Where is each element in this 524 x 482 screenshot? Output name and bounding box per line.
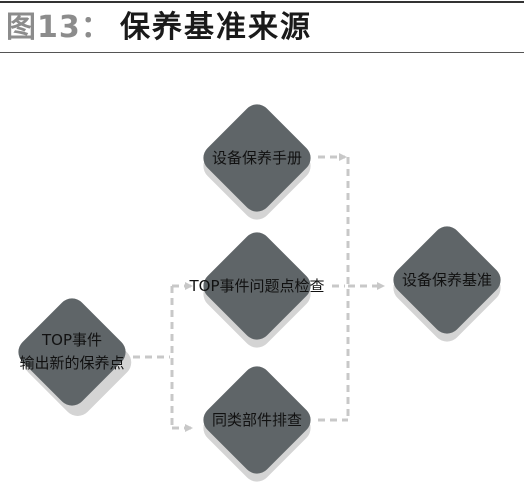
figure-number: 图13：	[6, 10, 112, 45]
figure-header: 图13： 保养基准来源	[0, 0, 524, 54]
node-standard-label: 设备保养基准	[402, 271, 492, 289]
node-similar: 同类部件排查	[203, 366, 311, 482]
figure-title: 保养基准来源	[120, 10, 312, 45]
node-source-line1: TOP事件	[41, 331, 102, 349]
connectors	[133, 153, 385, 432]
node-standard: 设备保养基准	[393, 226, 501, 342]
node-source-line2: 输出新的保养点	[19, 354, 124, 372]
node-similar-label: 同类部件排查	[212, 411, 302, 429]
node-inspection: TOP事件问题点检查	[188, 232, 325, 348]
node-manual-label: 设备保养手册	[212, 149, 302, 167]
header-top-rule	[0, 1, 524, 3]
node-inspection-label: TOP事件问题点检查	[188, 277, 324, 295]
node-source: TOP事件 输出新的保养点	[18, 298, 132, 416]
header-bottom-rule	[0, 52, 524, 53]
node-manual: 设备保养手册	[203, 104, 311, 220]
